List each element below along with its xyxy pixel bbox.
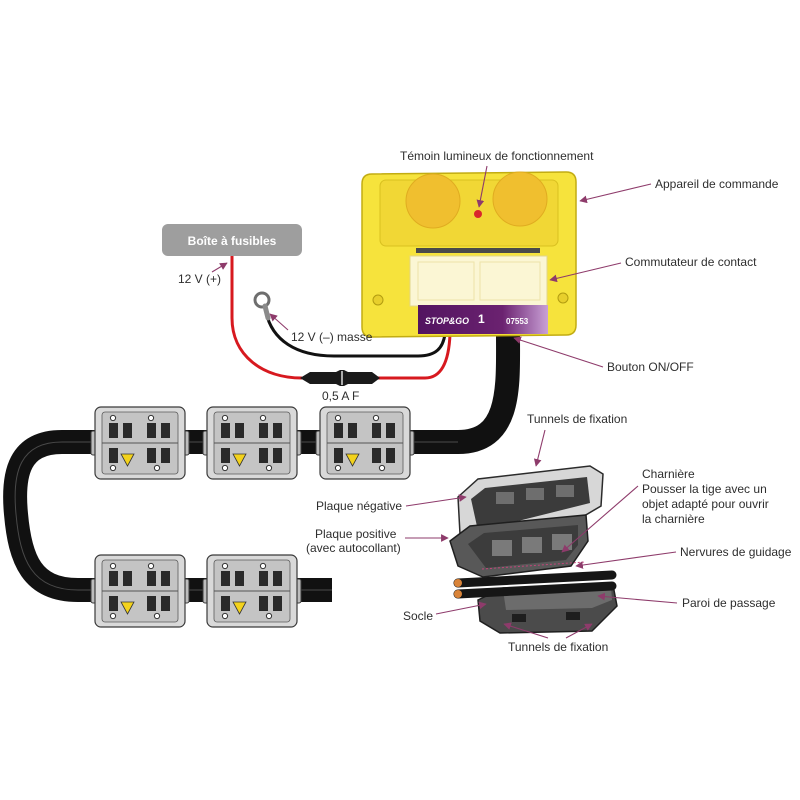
callout-line-indicator — [476, 165, 488, 208]
connector — [90, 554, 190, 628]
brand-logo: STOP&GO — [425, 316, 470, 327]
base-socle — [477, 584, 618, 634]
label-hinge-line: Pousser la tige avec un — [642, 482, 767, 496]
brand-digit: 1 — [478, 312, 485, 326]
callout-line-control-unit — [579, 183, 652, 204]
label-hinge-line: la charnière — [642, 512, 705, 526]
callout-line-negative-plate — [405, 494, 467, 507]
callout-line-hinge — [561, 485, 639, 553]
main-cable-ribbon — [3, 333, 521, 602]
label-passage-wall: Paroi de passage — [682, 596, 776, 610]
product-code: 07553 — [506, 317, 529, 326]
label-contact-switch: Commutateur de contact — [625, 255, 757, 269]
exploded-connector — [449, 465, 618, 634]
black-ground-wire — [264, 311, 447, 358]
left-dome — [405, 173, 461, 229]
connector — [202, 406, 302, 480]
label-base: Socle — [403, 609, 433, 623]
label-positive-plate-note: (avec autocollant) — [306, 541, 401, 555]
indicator-light — [474, 210, 482, 218]
callout-line-guide-ribs — [575, 551, 677, 569]
callout-line-tunnels-top — [533, 429, 546, 467]
control-unit: STOP&GO 1 07553 — [361, 171, 577, 338]
callout-line-switch — [549, 262, 622, 283]
brand-label: STOP&GO 1 07553 — [418, 305, 548, 334]
callout-line-tunnels-bottom — [503, 622, 549, 639]
fuse-box-label: Boîte à fusibles — [188, 234, 277, 248]
callout-line-plus — [211, 262, 228, 273]
label-on-off-button: Bouton ON/OFF — [607, 360, 694, 374]
callout-line-on-off — [513, 336, 604, 368]
label-hinge-title: Charnière — [642, 467, 695, 481]
contact-switch — [409, 255, 548, 307]
callout-line-minus — [269, 313, 289, 331]
fuse-box: Boîte à fusibles — [162, 224, 302, 256]
label-negative-plate: Plaque négative — [316, 499, 402, 513]
ring-terminal — [253, 291, 271, 321]
label-plus: 12 V (+) — [178, 272, 221, 286]
label-indicator-light: Témoin lumineux de fonctionnement — [400, 149, 594, 163]
label-fuse: 0,5 A F — [322, 389, 359, 403]
connector — [90, 406, 190, 480]
callout-line-tunnels-bottom — [565, 623, 593, 639]
label-tunnels-bottom: Tunnels de fixation — [508, 640, 608, 654]
right-dome — [492, 171, 548, 227]
inline-fuse — [300, 370, 380, 386]
red-positive-wire — [378, 333, 452, 380]
positive-plate — [449, 514, 589, 578]
label-minus: 12 V (–) masse — [291, 330, 373, 344]
label-guide-ribs: Nervures de guidage — [680, 545, 792, 559]
connector-cables — [453, 570, 617, 599]
screw-hole — [372, 294, 384, 306]
connector — [202, 554, 302, 628]
label-control-unit: Appareil de commande — [655, 177, 779, 191]
label-hinge-line: objet adapté pour ouvrir — [642, 497, 769, 511]
red-positive-wire — [230, 256, 303, 380]
screw-hole — [557, 292, 569, 304]
label-tunnels-top: Tunnels de fixation — [527, 412, 627, 426]
connector — [315, 406, 415, 480]
guide-ribs — [481, 561, 586, 570]
label-positive-plate: Plaque positive — [315, 527, 397, 541]
callout-line-passage-wall — [597, 592, 678, 604]
callout-line-base — [435, 601, 487, 615]
